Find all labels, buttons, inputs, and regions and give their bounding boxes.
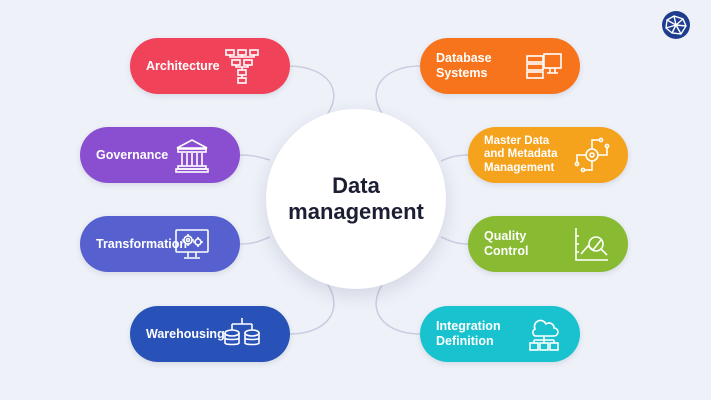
topic-transformation: Transformation [80, 216, 240, 272]
topic-database-systems: Database Systems [420, 38, 580, 94]
topic-quality-control-label: Quality Control [484, 229, 529, 258]
topic-transformation-label: Transformation [96, 236, 187, 251]
topic-governance-label: Governance [96, 147, 169, 162]
topic-database-systems-label: Database Systems [436, 51, 492, 80]
topic-governance: Governance [80, 127, 240, 183]
circuit-gear-icon [574, 137, 610, 173]
topic-master-data: Master Data and Metadata Management [468, 127, 628, 183]
courthouse-icon [175, 139, 209, 173]
connector-governance [239, 154, 271, 161]
center-title: Data management [288, 173, 424, 224]
topic-master-data-label: Master Data and Metadata Management [484, 134, 558, 174]
connector-quality [440, 236, 469, 245]
connector-transformation [239, 236, 271, 245]
topic-warehousing-label: Warehousing [146, 326, 225, 341]
topic-architecture-label: Architecture [146, 58, 220, 73]
center-hub: Data management [266, 109, 446, 289]
topic-integration-definition-label: Integration Definition [436, 319, 501, 348]
chart-magnifier-icon [575, 228, 608, 261]
hierarchy-icon [225, 49, 259, 84]
connector-master-data [440, 154, 469, 162]
cloud-database-icon [529, 319, 559, 351]
topic-integration-definition: Integration Definition [420, 306, 580, 362]
topic-quality-control: Quality Control [468, 216, 628, 272]
topic-warehousing: Warehousing [130, 306, 290, 362]
gear-monitor-icon [175, 229, 209, 259]
database-network-icon [224, 318, 260, 346]
globe-logo-icon [662, 11, 690, 39]
servers-monitor-icon [526, 53, 562, 79]
topic-architecture: Architecture [130, 38, 290, 94]
